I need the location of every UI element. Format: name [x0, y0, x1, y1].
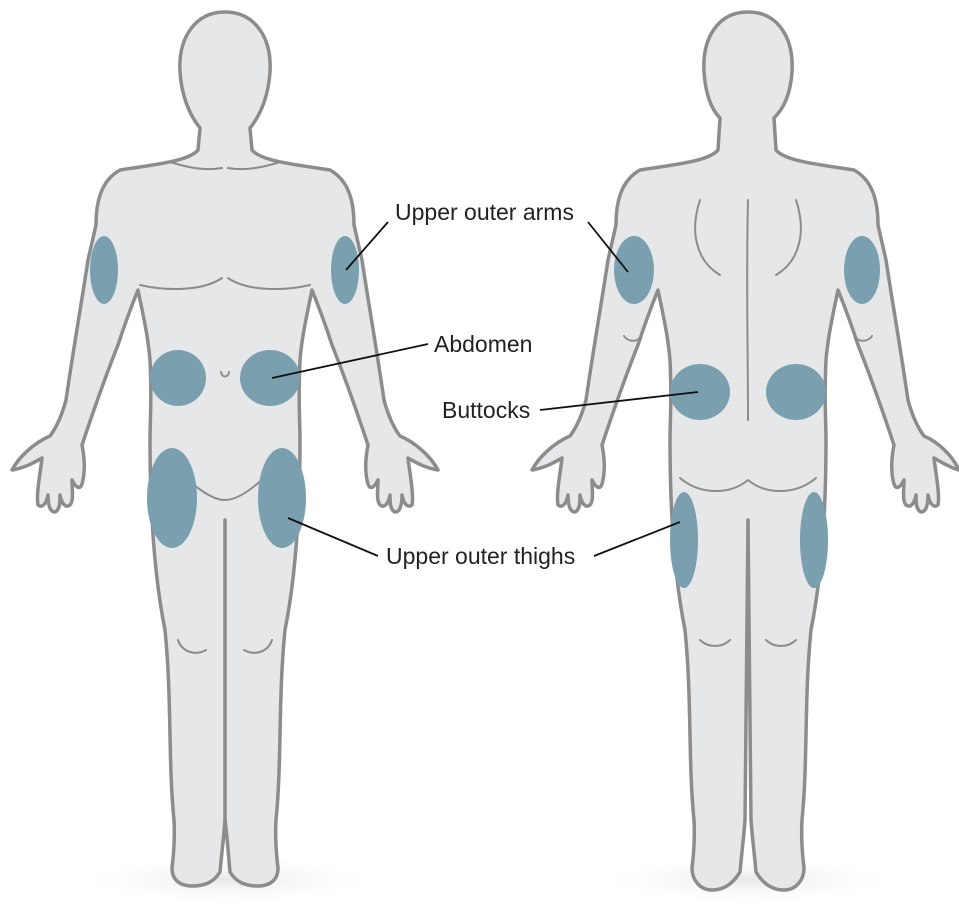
back-left-arm-site	[614, 236, 654, 304]
back-figure-shadow	[588, 854, 908, 906]
back-right-thigh-site	[800, 492, 828, 588]
back-body-outline	[532, 12, 959, 890]
front-figure	[12, 12, 438, 886]
abdomen-left-site	[150, 350, 206, 406]
back-right-arm-site	[844, 236, 880, 304]
label-buttocks: Buttocks	[442, 397, 530, 423]
back-spine-line	[747, 200, 748, 420]
labels: Upper outer arms Abdomen Buttocks Upper …	[386, 199, 575, 569]
label-abdomen: Abdomen	[434, 331, 532, 357]
buttock-left-site	[670, 364, 730, 420]
front-body-outline	[12, 12, 438, 886]
label-upper-outer-thighs: Upper outer thighs	[386, 543, 575, 569]
label-upper-outer-arms: Upper outer arms	[395, 199, 574, 225]
front-left-arm-site	[90, 236, 118, 304]
thighs-leader-front	[288, 518, 378, 556]
back-figure	[532, 12, 959, 890]
front-right-arm-site	[331, 236, 359, 304]
buttock-right-site	[766, 364, 826, 420]
abdomen-right-site	[240, 350, 300, 406]
back-left-thigh-site	[670, 492, 698, 588]
front-left-thigh-site	[147, 448, 197, 548]
thighs-leader-back	[594, 522, 680, 556]
front-right-thigh-site	[258, 448, 306, 548]
